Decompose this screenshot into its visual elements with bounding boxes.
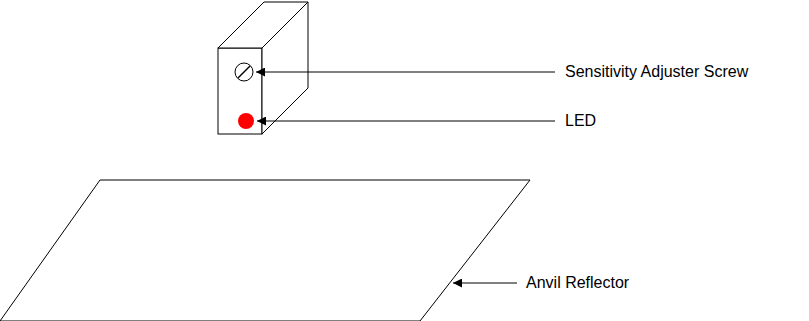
anvil-reflector	[0, 180, 530, 321]
part-label: Anvil Reflector	[524, 273, 631, 293]
part-label: Sensitivity Adjuster Screw	[563, 62, 750, 82]
leader-line	[453, 283, 517, 284]
leader-line	[256, 72, 555, 73]
sensor-box	[218, 2, 308, 134]
adjuster-screw	[235, 63, 253, 81]
leader-line	[257, 121, 555, 122]
led-symbol	[238, 113, 254, 129]
part-label: LED	[563, 111, 598, 131]
